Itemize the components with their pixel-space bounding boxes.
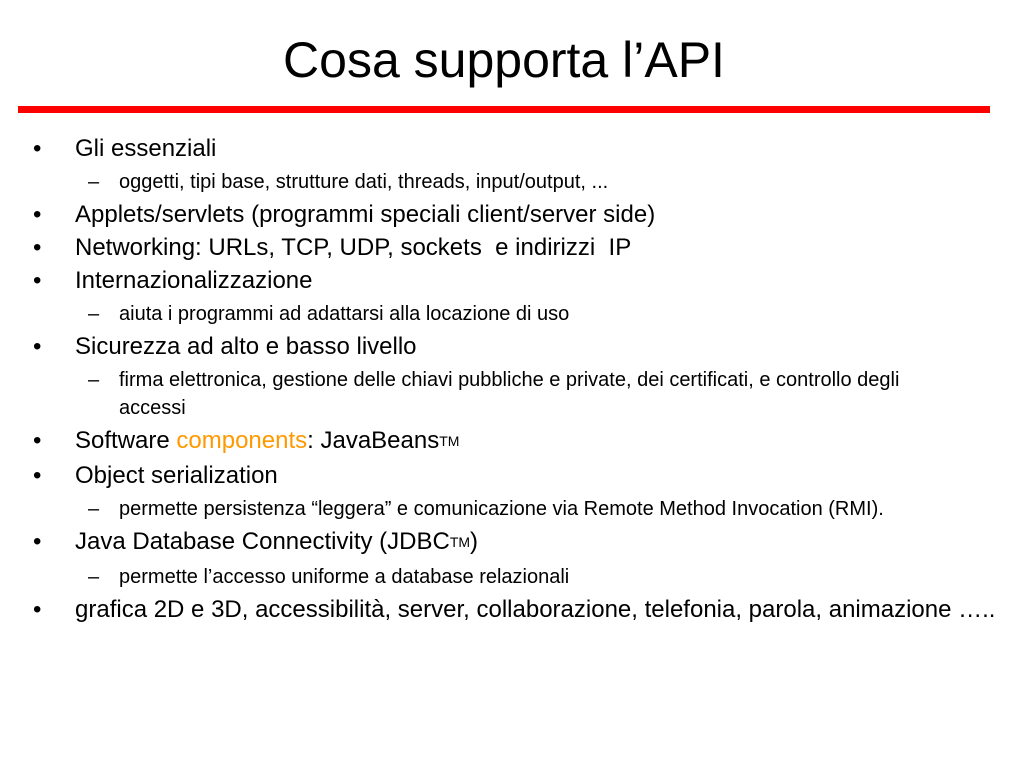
bullet-item: • Applets/servlets (programmi speciali c…	[0, 201, 1000, 229]
bullet-text-prefix: Software	[75, 427, 177, 454]
trademark-mark: TM	[439, 433, 460, 449]
sub-bullet-item: – aiuta i programmi ad adattarsi alla lo…	[0, 300, 1000, 328]
bullet-item: • Software components: JavaBeansTM	[0, 427, 1000, 457]
highlight-word: components	[176, 427, 308, 454]
bullet-icon: •	[33, 333, 42, 360]
bullet-text-prefix: Java Database Connectivity (JDBC	[75, 528, 450, 555]
bullet-item: • Object serialization	[0, 462, 1000, 490]
bullet-text: grafica 2D e 3D, accessibilità, server, …	[75, 596, 996, 623]
bullet-text: Gli essenziali	[75, 135, 217, 162]
bullet-icon: •	[33, 528, 42, 555]
bullet-text: Applets/servlets (programmi speciali cli…	[75, 201, 656, 228]
bullet-icon: •	[33, 462, 42, 489]
dash-icon: –	[88, 303, 100, 325]
sub-bullet-item: – permette persistenza “leggera” e comun…	[0, 495, 1000, 523]
bullet-item: • Java Database Connectivity (JDBCTM)	[0, 528, 1000, 558]
bullet-text: Sicurezza ad alto e basso livello	[75, 333, 417, 360]
sub-bullet-text: oggetti, tipi base, strutture dati, thre…	[119, 171, 609, 193]
sub-bullet-text: permette l’accesso uniforme a database r…	[119, 566, 570, 588]
sub-bullet-item: – permette l’accesso uniforme a database…	[0, 563, 1000, 591]
dash-icon: –	[88, 369, 100, 391]
trademark-mark: TM	[449, 534, 471, 550]
bullet-item: • Internazionalizzazione	[0, 267, 1000, 295]
bullet-item: • Networking: URLs, TCP, UDP, sockets e …	[0, 234, 1000, 262]
bullet-icon: •	[33, 201, 42, 228]
bullet-text-suffix: : JavaBeans	[307, 427, 440, 454]
sub-bullet-text: permette persistenza “leggera” e comunic…	[119, 498, 884, 520]
bullet-item: • grafica 2D e 3D, accessibilità, server…	[0, 596, 1000, 624]
sub-bullet-text: aiuta i programmi ad adattarsi alla loca…	[119, 303, 570, 325]
bullet-item: • Gli essenziali	[0, 135, 1000, 163]
bullet-icon: •	[33, 427, 42, 454]
dash-icon: –	[88, 498, 100, 520]
bullet-text-suffix: )	[470, 528, 479, 555]
slide-title: Cosa supporta l’API	[283, 32, 725, 88]
sub-bullet-item: – oggetti, tipi base, strutture dati, th…	[0, 168, 1000, 196]
bullet-list: • Gli essenziali – oggetti, tipi base, s…	[0, 130, 1000, 629]
bullet-text: Object serialization	[75, 462, 278, 489]
bullet-text: Networking: URLs, TCP, UDP, sockets e in…	[75, 234, 632, 261]
sub-bullet-text: firma elettronica, gestione delle chiavi…	[119, 369, 900, 419]
dash-icon: –	[88, 566, 100, 588]
bullet-icon: •	[33, 267, 42, 294]
bullet-icon: •	[33, 135, 42, 162]
bullet-icon: •	[33, 234, 42, 261]
dash-icon: –	[88, 171, 100, 193]
title-divider	[18, 106, 990, 113]
bullet-item: • Sicurezza ad alto e basso livello	[0, 333, 1000, 361]
bullet-icon: •	[33, 596, 42, 623]
sub-bullet-item: – firma elettronica, gestione delle chia…	[0, 366, 1000, 422]
bullet-text: Internazionalizzazione	[75, 267, 313, 294]
